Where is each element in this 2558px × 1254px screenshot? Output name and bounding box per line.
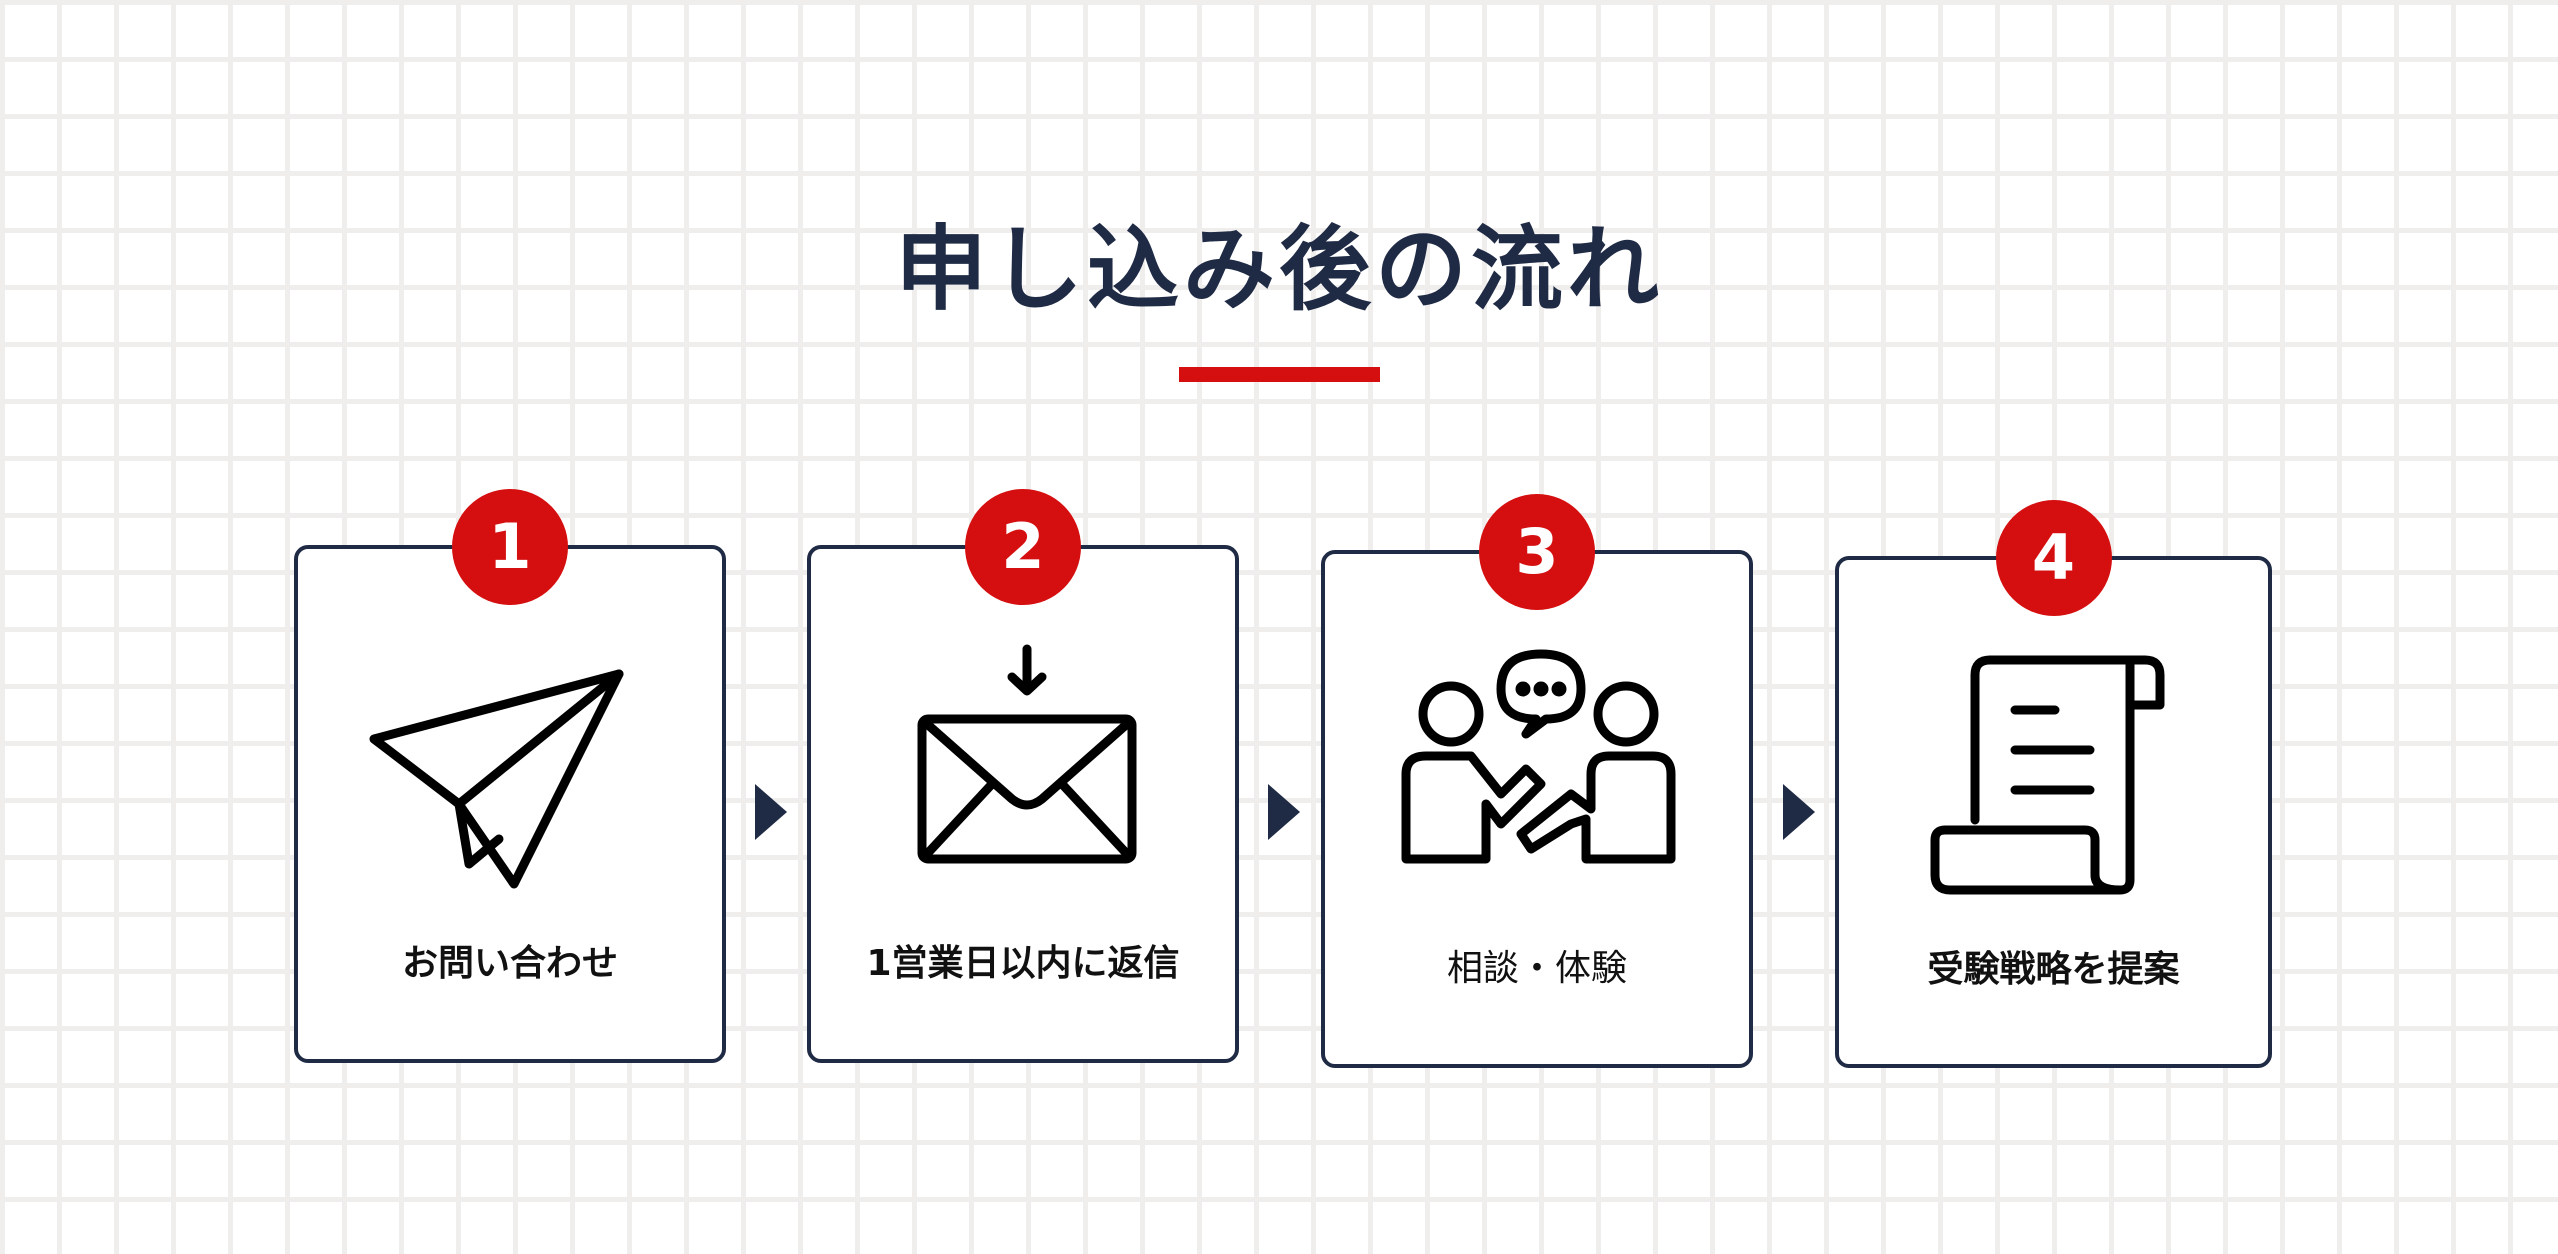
title-underline xyxy=(1179,367,1380,382)
step-label: お問い合わせ xyxy=(401,943,618,984)
step-card-2: 2 1営業日以内に返信 xyxy=(807,489,1239,1063)
arrow-right-icon xyxy=(755,784,787,840)
arrow-right-icon xyxy=(1783,784,1815,840)
mail-receive-icon xyxy=(917,644,1137,864)
step-number-badge: 3 xyxy=(1479,494,1595,610)
step-number-badge: 2 xyxy=(965,489,1081,605)
step-label: 相談・体験 xyxy=(1446,948,1627,989)
document-scroll-icon xyxy=(1930,655,2165,895)
page-title: 申し込み後の流れ xyxy=(894,215,1663,323)
step-card-3: 3 相談・体験 xyxy=(1321,494,1753,1068)
step-number-badge: 4 xyxy=(1995,500,2112,616)
step-number-badge: 1 xyxy=(452,489,568,605)
step-label: 1営業日以内に返信 xyxy=(866,943,1180,984)
consultation-icon xyxy=(1401,649,1676,864)
step-card-4: 4 受験戦略を提案 xyxy=(1835,500,2272,1068)
arrow-right-icon xyxy=(1268,784,1300,840)
paper-plane-icon xyxy=(369,669,624,889)
step-label: 受験戦略を提案 xyxy=(1927,949,2180,990)
step-card-1: 1 お問い合わせ xyxy=(294,489,726,1063)
